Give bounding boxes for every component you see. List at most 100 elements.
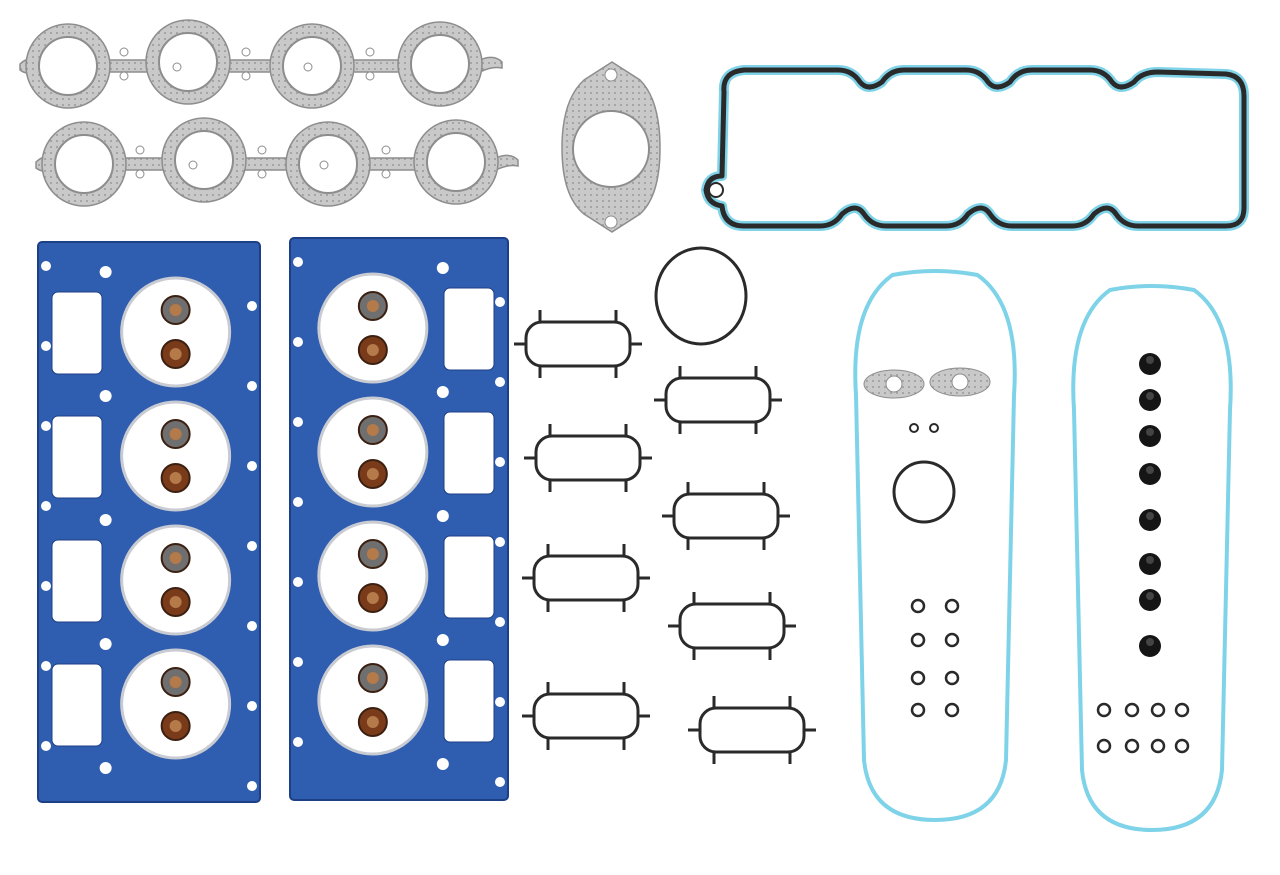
bolt-hole — [381, 169, 391, 179]
bolt-hole — [293, 417, 303, 427]
bolt-hole — [436, 634, 449, 646]
small-o-ring — [910, 670, 926, 686]
bolt-hole — [41, 741, 51, 751]
bolt-hole — [99, 762, 112, 774]
exhaust-port-opening — [158, 32, 218, 92]
small-o-ring — [944, 632, 960, 648]
valve-stem-seal-center — [169, 720, 182, 732]
valve-stem-seal-top — [1146, 638, 1154, 646]
tiny-o-ring — [909, 423, 919, 433]
bolt-hole — [241, 71, 251, 81]
exhaust-manifold-gasket-top — [19, 19, 503, 109]
bolt-hole — [135, 169, 145, 179]
tiny-o-ring — [929, 423, 939, 433]
valve-stem-seal-center — [366, 716, 379, 728]
bolt-hole — [293, 497, 303, 507]
bolt-hole — [708, 182, 724, 198]
bolt-hole — [172, 62, 182, 72]
small-o-ring — [1124, 702, 1140, 718]
cylinder-bore — [120, 400, 232, 512]
valve-stem-seal-center — [366, 468, 379, 480]
bolt-hole — [436, 758, 449, 770]
cylinder-bore — [317, 272, 429, 384]
bolt-hole — [247, 621, 257, 631]
valve-cover-gasket — [701, 65, 1249, 231]
medium-o-ring — [892, 460, 956, 524]
bolt-hole — [247, 461, 257, 471]
cylinder-bore — [120, 276, 232, 388]
bolt-hole — [99, 390, 112, 402]
exhaust-port-opening — [54, 134, 114, 194]
bolt-hole — [495, 297, 505, 307]
small-o-ring — [910, 598, 926, 614]
bolt-hole — [293, 257, 303, 267]
valve-stem-seal-center — [169, 676, 182, 688]
bolt-hole — [247, 301, 257, 311]
valve-stem-seal-top — [1146, 512, 1154, 520]
valve-stem-seal-center — [169, 552, 182, 564]
large-o-ring — [654, 246, 748, 346]
water-passage — [443, 659, 495, 743]
exhaust-manifold-gasket-bottom — [35, 117, 519, 207]
water-passage — [51, 415, 103, 499]
small-o-ring — [1096, 702, 1112, 718]
small-o-ring — [1174, 738, 1190, 754]
bolt-hole — [41, 501, 51, 511]
water-passage — [443, 411, 495, 495]
bolt-hole — [119, 71, 129, 81]
small-o-ring — [944, 598, 960, 614]
small-o-ring — [910, 702, 926, 718]
small-o-ring — [1124, 738, 1140, 754]
egr-flange-gasket — [561, 61, 661, 233]
exhaust-port-opening — [426, 132, 486, 192]
water-passage — [51, 291, 103, 375]
bolt-hole — [381, 145, 391, 155]
bolt-hole — [99, 514, 112, 526]
valley-cover-seal-right — [1071, 284, 1233, 832]
small-o-ring — [944, 702, 960, 718]
bolt-hole — [99, 266, 112, 278]
bolt-hole — [495, 377, 505, 387]
cylinder-bore — [317, 520, 429, 632]
cylinder-bore — [317, 396, 429, 508]
bolt-hole — [41, 341, 51, 351]
exhaust-port-opening — [410, 34, 470, 94]
flange-opening — [951, 373, 969, 391]
bolt-hole — [293, 337, 303, 347]
bolt-hole — [119, 47, 129, 57]
cylinder-bore — [317, 644, 429, 756]
bolt-hole — [293, 577, 303, 587]
bolt-hole — [319, 160, 329, 170]
exhaust-port-opening — [174, 130, 234, 190]
valley-cover-seal-left — [853, 269, 1017, 822]
bolt-hole — [495, 697, 505, 707]
water-passage — [51, 663, 103, 747]
small-o-ring — [1150, 738, 1166, 754]
bolt-hole — [257, 169, 267, 179]
bolt-hole — [135, 145, 145, 155]
water-passage — [51, 539, 103, 623]
bolt-hole — [257, 145, 267, 155]
bolt-hole — [436, 386, 449, 398]
intake-runner-gasket — [522, 682, 650, 750]
bolt-hole — [241, 47, 251, 57]
bolt-hole — [188, 160, 198, 170]
valve-stem-seal-center — [366, 300, 379, 312]
valve-stem-seal-center — [366, 344, 379, 356]
cylinder-head-gasket-left — [37, 241, 261, 803]
intake-runner-gasket — [654, 366, 782, 434]
exhaust-port-opening — [38, 36, 98, 96]
valve-stem-seal-top — [1146, 466, 1154, 474]
valve-stem-seal-top — [1146, 556, 1154, 564]
valve-stem-seal-center — [366, 424, 379, 436]
valve-stem-seal-center — [169, 348, 182, 360]
bolt-hole — [247, 701, 257, 711]
bolt-hole — [604, 68, 618, 82]
valve-stem-seal-top — [1146, 592, 1154, 600]
intake-runner-gasket — [524, 424, 652, 492]
bolt-hole — [365, 47, 375, 57]
egr-opening — [572, 110, 650, 188]
valve-stem-seal-center — [366, 592, 379, 604]
small-flange-gasket — [863, 369, 925, 399]
